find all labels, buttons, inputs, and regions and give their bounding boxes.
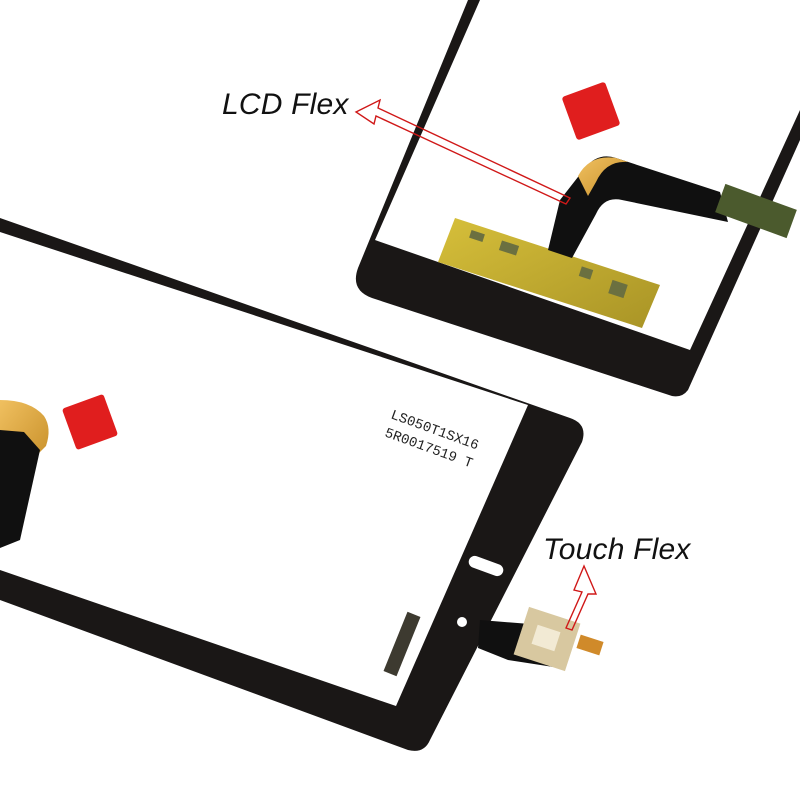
top-red-tape [562,82,620,140]
lcd-flex-arrow [354,98,572,205]
sensor-hole [457,617,467,627]
lcd-flex-gold [578,157,628,196]
lcd-flex-label: LCD Flex [222,88,349,121]
top-pcb [438,218,660,328]
speaker-slot [468,555,504,577]
bottom-lcd-panel: LS050T1SX16 5R0017519 T [0,218,604,751]
touch-flex-pad-inner [531,624,561,652]
touch-flex-connector [576,634,604,656]
bottom-panel-screen [0,232,528,706]
touch-flex-arrow [565,564,598,631]
pcb-components [469,230,628,299]
bottom-connector-strip [383,611,421,677]
touch-flex-label: Touch Flex [543,533,691,566]
bottom-left-black-flex [0,430,40,548]
bottom-red-tape [62,394,118,450]
lcd-flex-connector [715,183,797,239]
top-lcd-panel [355,0,800,397]
